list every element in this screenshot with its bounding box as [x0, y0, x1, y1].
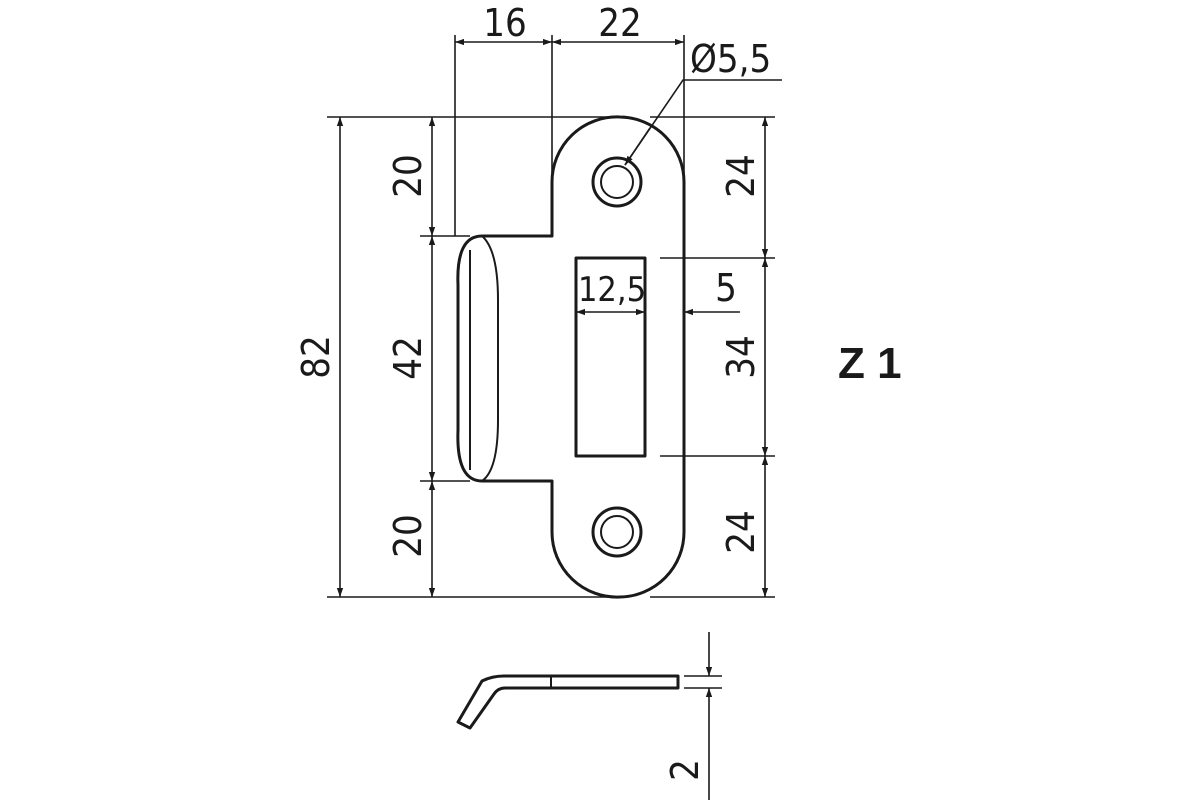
dim-tongue-width: 16	[483, 1, 527, 45]
plate-outline	[456, 115, 686, 599]
extension-lines	[327, 35, 775, 598]
dim-overall-height: 82	[294, 335, 338, 379]
dim-plate-width: 22	[598, 1, 642, 45]
dim-hole-diameter: Ø5,5	[690, 37, 771, 81]
top-hole-inner	[600, 165, 634, 199]
bottom-hole-outer	[591, 506, 643, 558]
drawing-label: Z 1	[838, 339, 902, 388]
strike-plate-side-view	[456, 632, 722, 800]
top-hole-outer	[591, 156, 643, 208]
dim-top-offset: 20	[386, 154, 430, 198]
bottom-hole-inner	[600, 515, 634, 549]
side-profile	[456, 674, 680, 730]
dim-hole-bottom-offset: 24	[719, 510, 763, 554]
dimension-labels: 16 22 Ø5,5 82 20 42 20 24 34 24 12,5 5 2	[294, 1, 771, 781]
dim-slot-height: 34	[719, 335, 763, 379]
dimension-lines	[336, 38, 782, 597]
dim-bottom-offset: 20	[386, 514, 430, 558]
dim-tongue-height: 42	[386, 336, 430, 380]
dim-thickness: 2	[663, 759, 707, 781]
dim-slot-edge-offset: 5	[715, 266, 737, 310]
dim-hole-top-offset: 24	[719, 154, 763, 198]
tongue-bend-line	[481, 235, 499, 482]
strike-plate-front-view	[456, 115, 686, 599]
latch-slot	[574, 256, 647, 458]
dim-slot-width: 12,5	[578, 270, 646, 310]
